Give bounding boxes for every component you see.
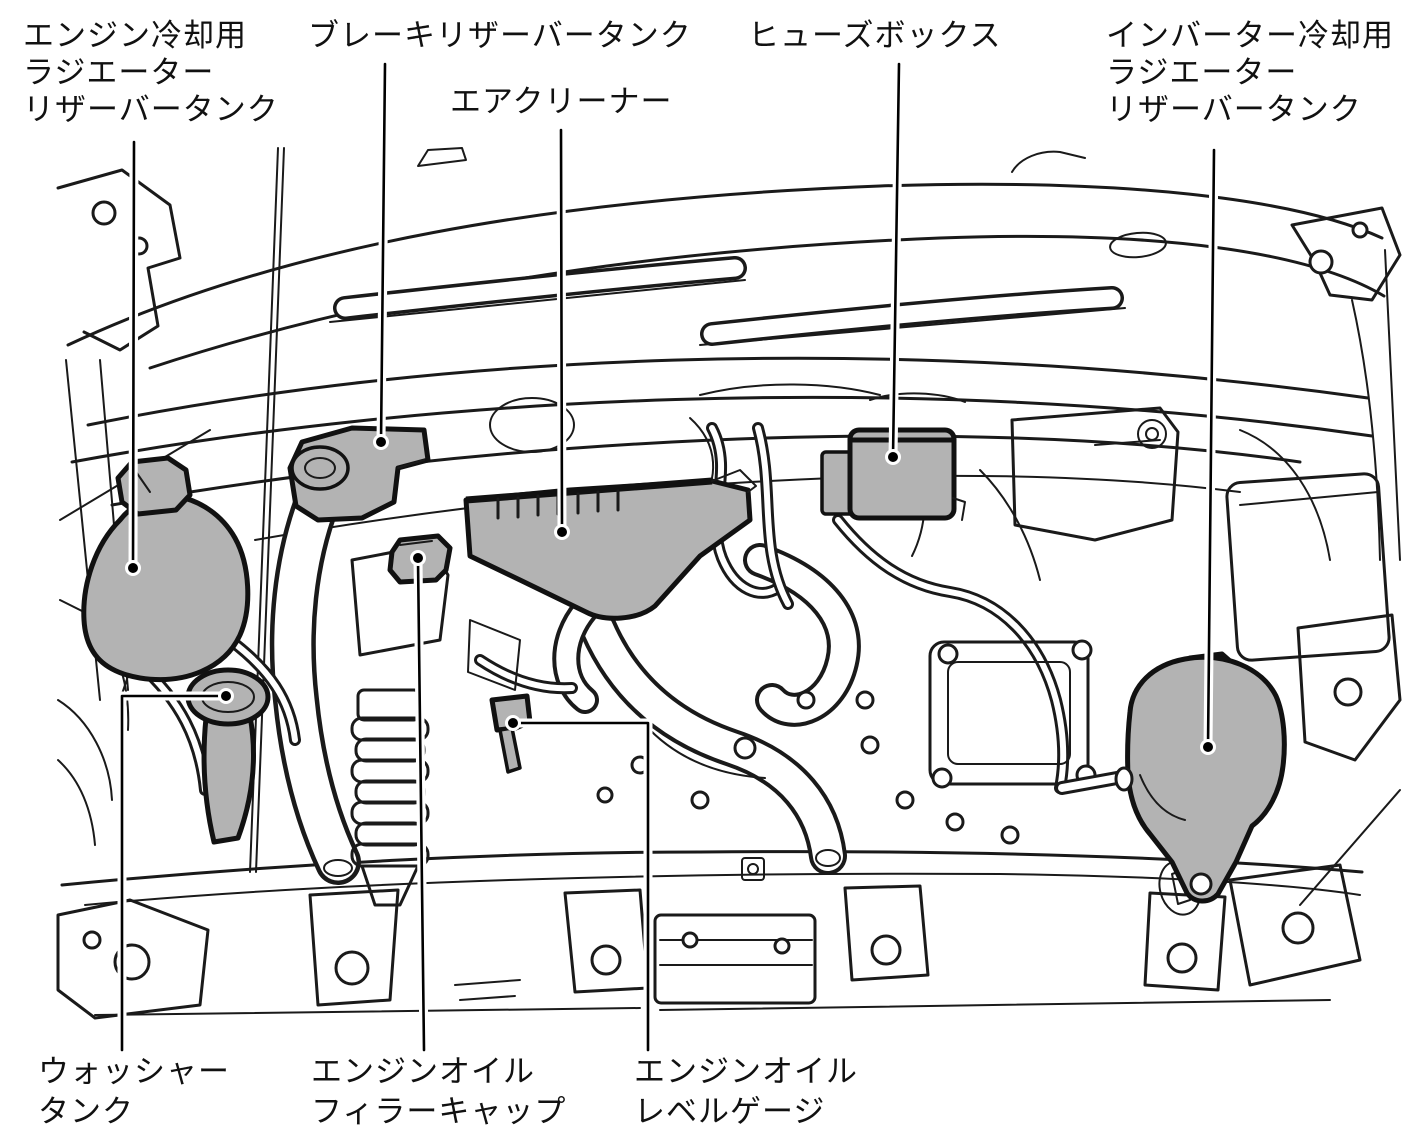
label-brake-reservoir: ブレーキリザーバータンク (308, 18, 692, 55)
leader-engine-oil-level-gauge (505, 715, 653, 1055)
right-side-units (1010, 406, 1391, 662)
label-line: エンジンオイル (634, 1054, 858, 1090)
washer-tank-inlet (185, 667, 271, 845)
label-line: フィラーキャップ (311, 1094, 567, 1130)
engine-center-detail (94, 383, 1097, 907)
label-washer-tank: ウォッシャー タンク (38, 1052, 230, 1132)
label-line: エアクリーナー (450, 84, 673, 120)
label-line: ブレーキリザーバータンク (308, 18, 692, 54)
label-line: ラジエーター (1106, 55, 1298, 91)
leader-washer-tank (117, 688, 234, 1055)
subframe-lower-structure (60, 850, 1364, 1016)
right-fender-structure (1158, 206, 1402, 987)
label-line: エンジンオイル (311, 1054, 535, 1090)
fuse-box (820, 427, 966, 521)
label-line: リザーバータンク (23, 92, 279, 128)
label-line: インバーター冷却用 (1106, 18, 1394, 54)
label-inverter-coolant-reservoir: インバーター冷却用 ラジエーター リザーバータンク (1106, 18, 1394, 129)
leader-brake-reservoir (373, 59, 390, 450)
label-line: ヒューズボックス (748, 18, 1002, 54)
label-line: ウォッシャー (38, 1054, 230, 1090)
label-line: レベルゲージ (634, 1094, 826, 1130)
leader-fuse-box (885, 59, 904, 465)
leader-air-cleaner (554, 125, 570, 540)
leader-inverter-coolant-reservoir (1200, 145, 1219, 755)
label-engine-oil-filler-cap: エンジンオイル フィラーキャップ (311, 1052, 566, 1132)
air-cleaner (463, 469, 757, 621)
label-line: タンク (38, 1094, 134, 1130)
label-engine-coolant-reservoir: エンジン冷却用 ラジエーター リザーバータンク (23, 18, 279, 129)
callout-leader-lines (117, 59, 1219, 1055)
highlighted-components (81, 425, 1287, 904)
label-line: エンジン冷却用 (23, 18, 247, 54)
label-air-cleaner: エアクリーナー (450, 84, 672, 121)
brake-reservoir-tank (287, 425, 431, 523)
label-engine-oil-level-gauge: エンジンオイル レベルゲージ (634, 1052, 858, 1132)
label-line: ラジエーター (23, 55, 215, 91)
engine-oil-level-gauge (489, 693, 533, 774)
leader-engine-coolant-reservoir (125, 137, 141, 576)
leader-engine-oil-filler-cap (410, 550, 429, 1055)
label-line: リザーバータンク (1106, 92, 1362, 128)
label-fuse-box: ヒューズボックス (748, 18, 1002, 55)
